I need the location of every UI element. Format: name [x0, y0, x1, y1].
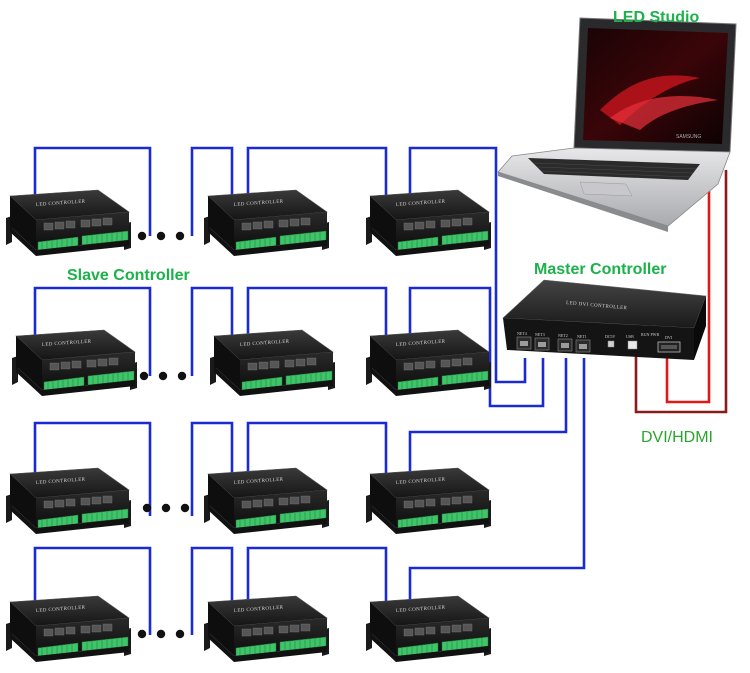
slave-controller-r1c1: [5, 189, 132, 257]
dvi-hdmi-label: DVI/HDMI: [641, 429, 713, 446]
video-cables: [634, 170, 728, 414]
port-label-usb: USB: [626, 334, 634, 339]
port-label-dvi: DVI: [665, 335, 673, 340]
led-studio-label: LED Studio: [613, 9, 699, 26]
ellipsis-row-2: [139, 371, 187, 381]
master-controller-label: Master Controller: [534, 261, 666, 278]
slave-controller-label: Slave Controller: [67, 267, 190, 284]
ellipsis-dots: [137, 231, 190, 639]
ellipsis-row-3: [142, 503, 190, 513]
port-label-net4: NET4: [517, 331, 527, 336]
ellipsis-row-4: [137, 629, 185, 639]
slave-controller-r3c2: [203, 467, 330, 535]
slave-controller-r4c1: [5, 595, 132, 663]
slave-controller-r2c3: [365, 329, 492, 397]
slave-controller-r2c2: [209, 329, 336, 397]
slave-controller-r2c1: [11, 329, 138, 397]
slave-controller-r4c2: [203, 595, 330, 663]
laptop-brand: SAMSUNG: [676, 134, 701, 140]
port-label-dc5v: DC5V: [605, 334, 616, 339]
master-box-text: LED DVI CONTROLLER: [566, 301, 628, 311]
port-label-net2: NET2: [558, 333, 568, 338]
slave-controller-r4c3: [365, 595, 492, 663]
slave-controller-r3c1: [5, 467, 132, 535]
port-label-run-pwr: RUN PWR: [641, 332, 659, 337]
slave-controller-r3c3: [365, 467, 492, 535]
ethernet-cables: [33, 146, 586, 635]
master-controller: LED DVI CONTROLLER NET4 NET3 NET2 NET1 D…: [502, 279, 707, 360]
ellipsis-row-1: [137, 231, 185, 241]
port-label-net1: NET1: [577, 334, 587, 339]
slave-controller-r1c2: [203, 189, 330, 257]
laptop: SAMSUNG: [497, 17, 737, 232]
slave-controller-r1c3: [365, 189, 492, 257]
port-label-net3: NET3: [535, 332, 545, 337]
